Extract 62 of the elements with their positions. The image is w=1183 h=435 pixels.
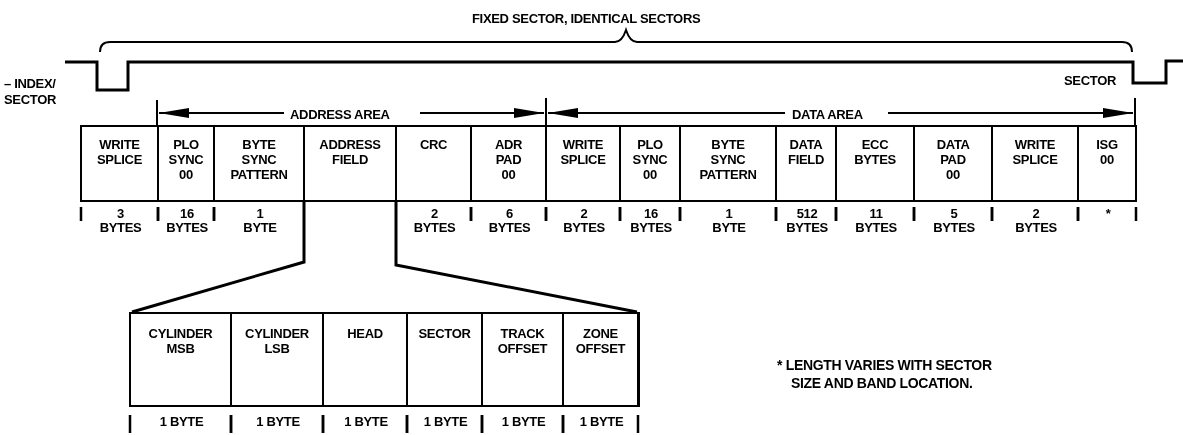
field-cell (157, 125, 215, 202)
field-name: ADR PAD 00 (494, 137, 523, 182)
field-name: WRITE SPLICE (560, 137, 606, 167)
brace-label: FIXED SECTOR, IDENTICAL SECTORS (472, 10, 701, 28)
field-name: CRC (419, 137, 448, 152)
field-cell (303, 125, 397, 202)
field-name: DATA FIELD (788, 137, 824, 167)
field-name: CYLINDER MSB (148, 326, 213, 356)
field-cell (991, 125, 1079, 202)
field-cell (545, 125, 621, 202)
byte-count: 1 BYTE (712, 207, 746, 235)
field-cell (913, 125, 993, 202)
byte-count: 1 BYTE (423, 415, 468, 429)
field-name: WRITE SPLICE (97, 137, 142, 167)
byte-count: 1 BYTE (344, 415, 388, 429)
footnote: * LENGTH VARIES WITH SECTOR SIZE AND BAND LOCATION. (777, 356, 993, 392)
byte-count: 3 BYTES (99, 207, 142, 235)
byte-count: 2 BYTES (563, 207, 605, 235)
field-cell (835, 125, 915, 202)
field-cell (80, 125, 159, 202)
field-name: DATA PAD 00 (936, 137, 970, 182)
field-breakdown-box (129, 312, 640, 407)
field-name: SECTOR (418, 326, 471, 341)
signal-label: – INDEX/ SECTOR (4, 76, 57, 108)
expansion-line (394, 202, 638, 314)
byte-count: 5 BYTES (933, 207, 975, 235)
byte-count: 11 BYTES (855, 207, 897, 235)
signal-label: SECTOR (1064, 72, 1116, 90)
field-cell (470, 125, 547, 202)
expansion-line (131, 202, 306, 314)
field-name: PLO SYNC 00 (632, 137, 668, 182)
byte-count: 1 BYTE (243, 207, 277, 235)
field-name: ZONE OFFSET (575, 326, 626, 356)
field-name: CYLINDER LSB (245, 326, 309, 356)
field-name: BYTE SYNC PATTERN (230, 137, 288, 182)
field-cell (619, 125, 681, 202)
byte-count: 2 BYTES (1015, 207, 1057, 235)
field-name: HEAD (347, 326, 383, 341)
field-cell (679, 125, 777, 202)
byte-count: * (1105, 207, 1111, 221)
byte-count: 1 BYTE (159, 415, 204, 429)
field-name: ISG 00 (1096, 137, 1118, 167)
byte-count: 1 BYTE (579, 415, 624, 429)
field-cell (775, 125, 837, 202)
field-name: BYTE SYNC PATTERN (699, 137, 757, 182)
field-name: PLO SYNC 00 (168, 137, 204, 182)
field-name: ECC BYTES (854, 137, 896, 167)
byte-count: 512 BYTES (786, 207, 828, 235)
field-cell (395, 125, 472, 202)
byte-count: 6 BYTES (488, 207, 531, 235)
field-name: WRITE SPLICE (1012, 137, 1058, 167)
dimension-label: DATA AREA (792, 106, 863, 124)
field-name: ADDRESS FIELD (319, 137, 381, 167)
field-cell (1077, 125, 1137, 202)
byte-count: 16 BYTES (630, 207, 672, 235)
field-cell (213, 125, 305, 202)
byte-count: 1 BYTE (256, 415, 300, 429)
dimension-label: ADDRESS AREA (290, 106, 390, 124)
byte-count: 2 BYTES (413, 207, 456, 235)
byte-count: 1 BYTE (501, 415, 546, 429)
field-name: TRACK OFFSET (497, 326, 548, 356)
byte-count: 16 BYTES (166, 207, 208, 235)
